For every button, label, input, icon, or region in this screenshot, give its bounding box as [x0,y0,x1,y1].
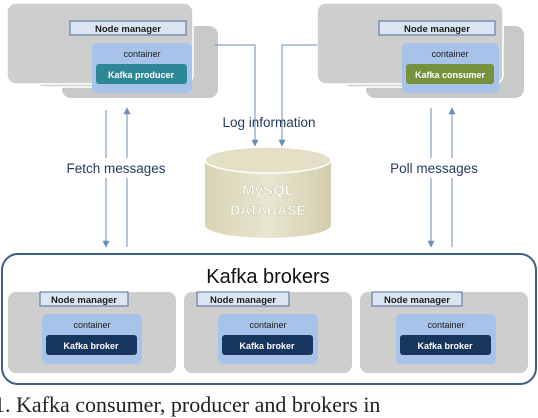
poll-messages-connector: Poll messages [387,107,485,248]
kafka-consumer-label: Kafka consumer [415,70,486,80]
database-body [205,160,331,238]
container-label: container [431,49,468,59]
fetch-label-bg [62,158,170,178]
poll-label-bg [387,158,485,178]
database-type: DATABASE [230,202,306,218]
node-manager-label-box [39,291,129,307]
broker-node-2: Node manager container Kafka broker [184,291,352,373]
kafka-producer-box [96,64,187,84]
broker-node-3: Node manager container Kafka broker [360,291,528,373]
mysql-database: MySQL DATABASE [204,146,332,238]
node-manager-label-box [196,291,290,307]
kafka-broker-box [222,335,313,355]
node-manager-label-box [378,20,496,36]
node-manager-label: Node manager [404,24,470,35]
consumer-node-manager-cluster: Node manager container Kafka consumer [316,2,524,98]
fetch-messages-connector: Fetch messages [62,107,170,248]
container-label: container [427,320,464,330]
container-label: container [249,320,286,330]
node-manager-label: Node manager [51,295,117,306]
node-manager-label: Node manager [210,295,276,306]
brokers-title: Kafka brokers [206,266,329,288]
log-information-label: Log information [222,115,315,130]
poll-messages-label: Poll messages [390,161,478,176]
container-label: container [123,49,160,59]
fetch-messages-label: Fetch messages [66,161,165,176]
node-manager-label: Node manager [384,295,450,306]
database-top [204,146,332,174]
kafka-brokers-group: Kafka brokers Node manager container Kaf… [1,253,537,385]
figure-caption: 1. Kafka consumer, producer and brokers … [0,392,381,417]
kafka-producer-label: Kafka producer [108,70,175,80]
node-manager-label: Node manager [95,24,161,35]
log-line-left [215,44,259,147]
kafka-broker-box [46,335,137,355]
kafka-broker-box [400,335,491,355]
producer-node-manager-cluster: Node manager container Kafka producer [6,2,218,98]
kafka-broker-label: Kafka broker [239,341,295,351]
database-name: MySQL [242,182,294,199]
log-line-right [278,44,317,147]
container-label: container [73,320,110,330]
kafka-broker-label: Kafka broker [63,341,119,351]
kafka-broker-label: Kafka broker [417,341,473,351]
broker-node-1: Node manager container Kafka broker [8,291,176,373]
kafka-consumer-box [406,64,494,84]
log-information-connector: Log information [215,44,317,147]
node-manager-label-box [371,291,463,307]
node-manager-label-box [69,20,187,36]
